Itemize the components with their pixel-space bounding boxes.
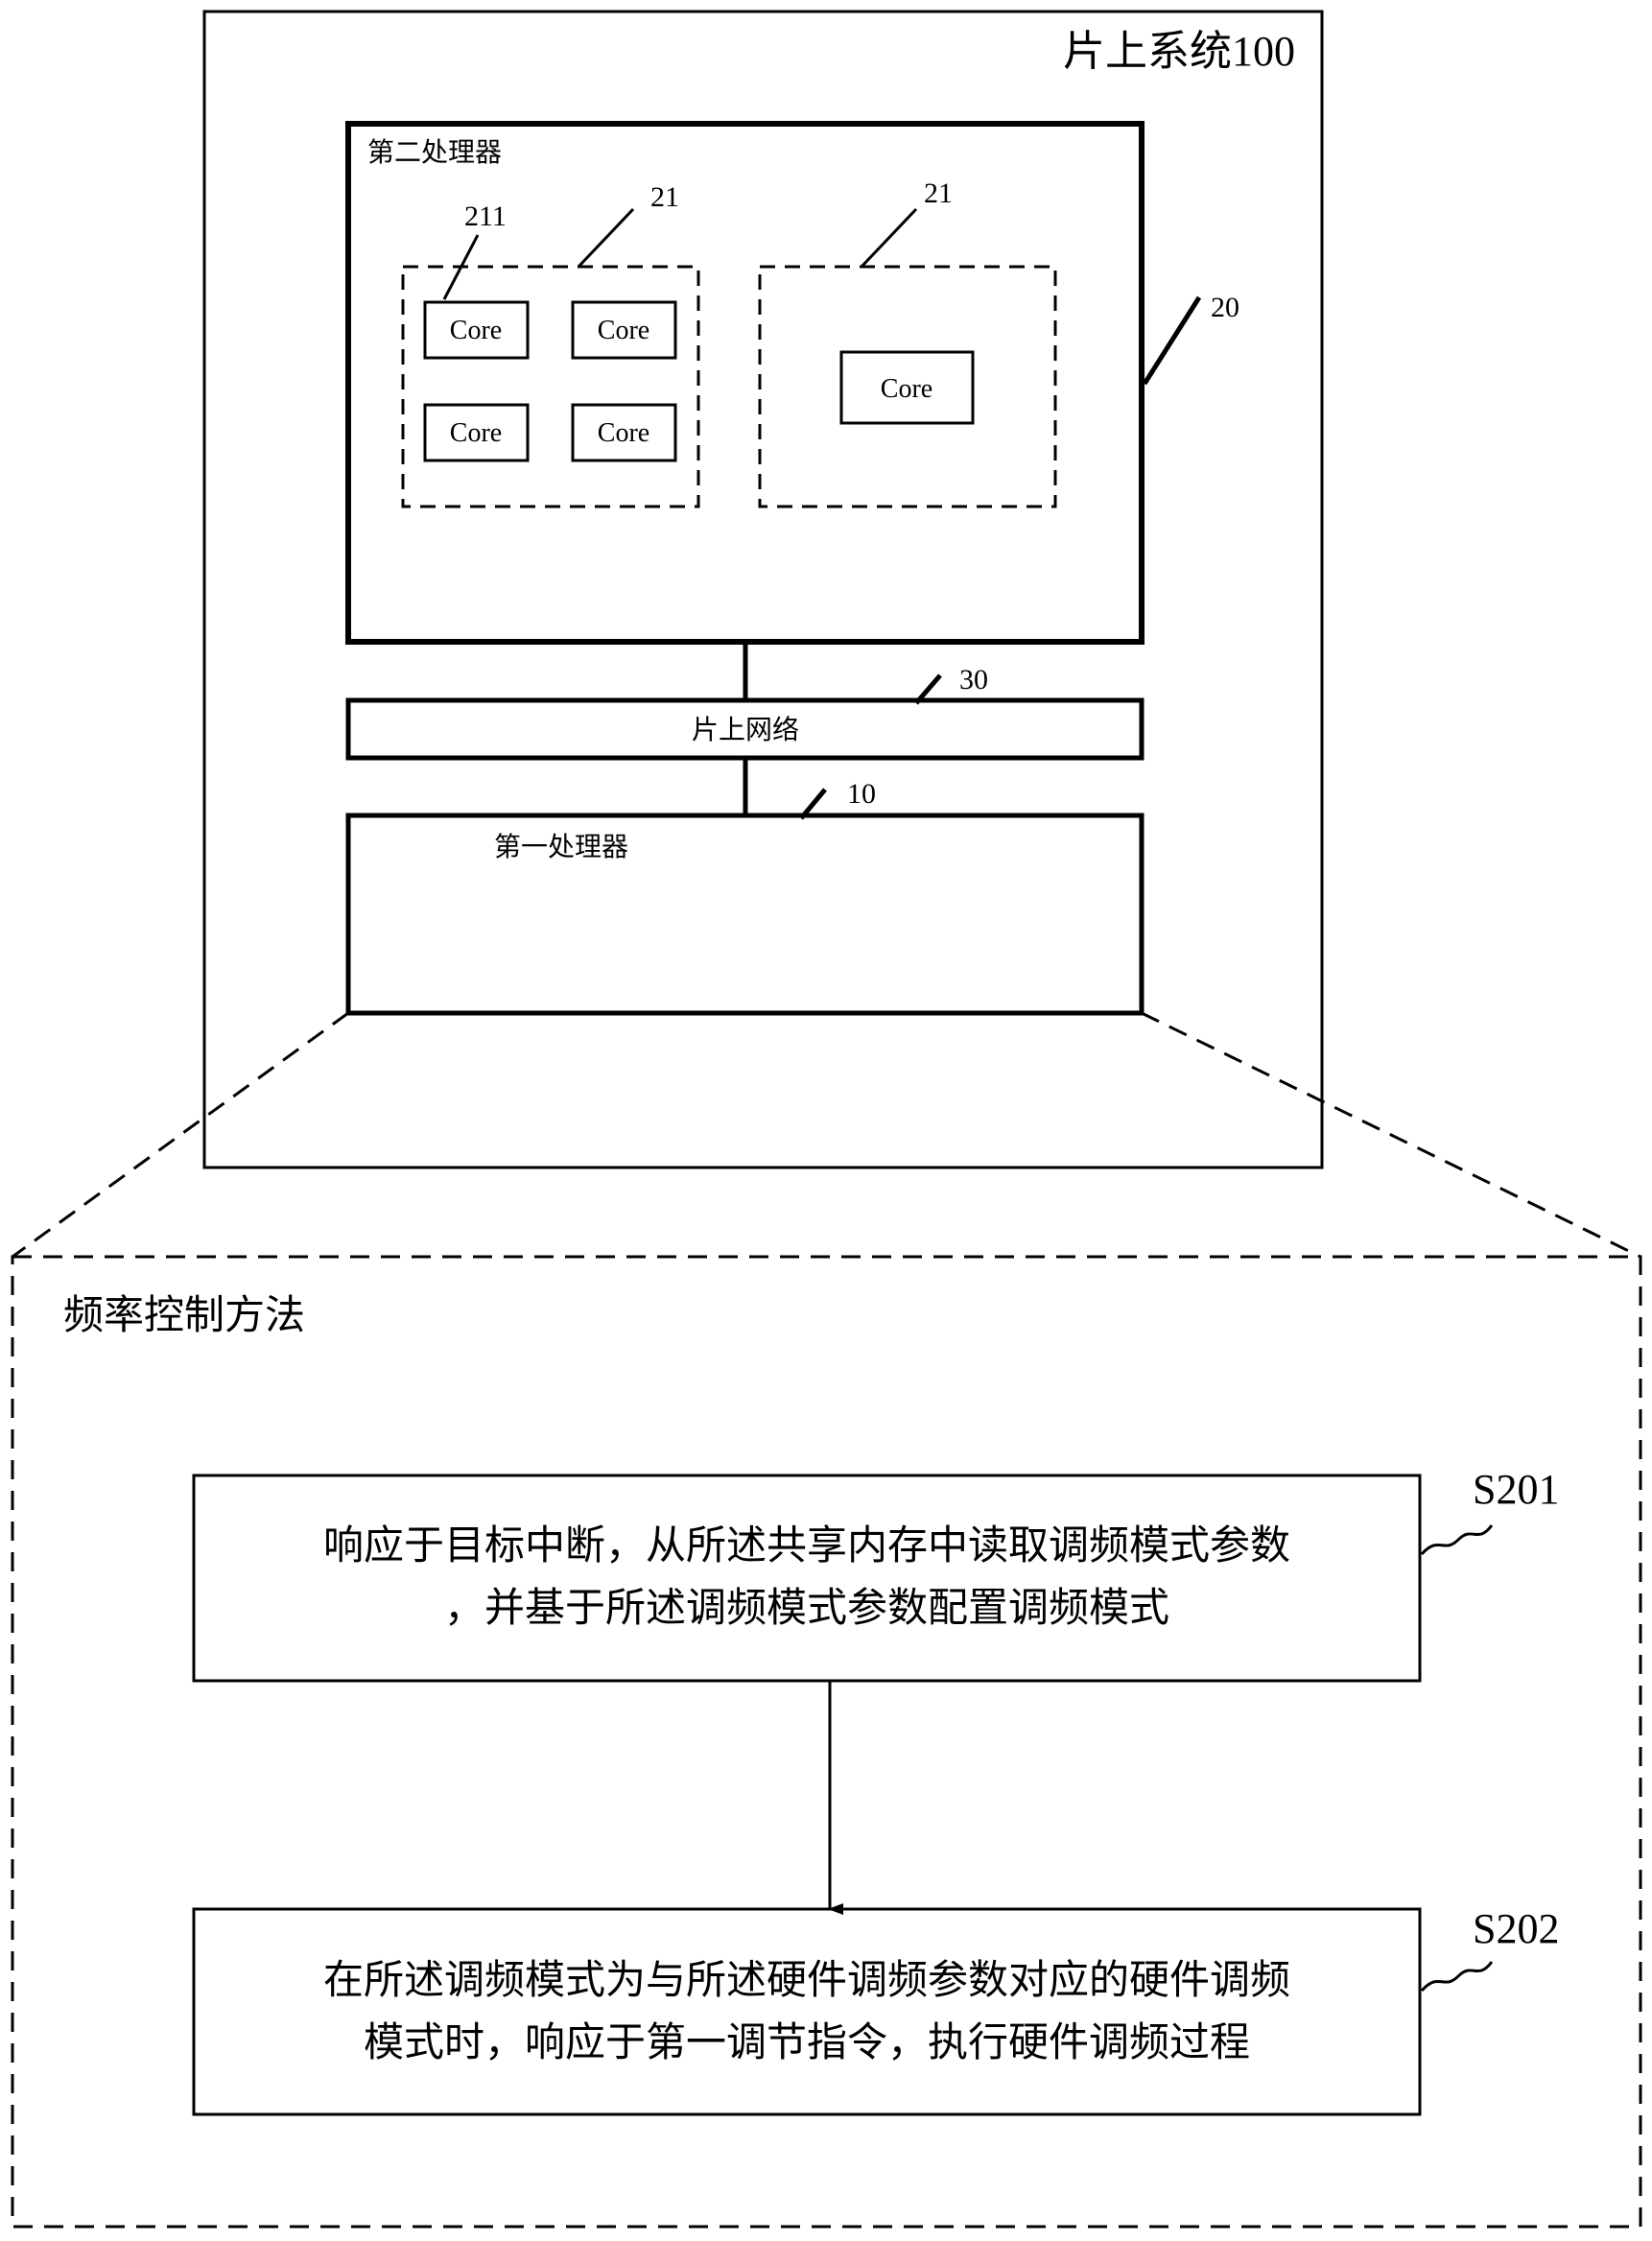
method-title: 频率控制方法	[63, 1293, 305, 1338]
big-core-box: Core	[839, 350, 975, 425]
ref-20-label: 20	[1211, 292, 1239, 323]
ref-21-right-leader	[860, 207, 918, 269]
ref-30-leader	[914, 673, 942, 705]
first-processor-label: 第一处理器	[494, 832, 628, 862]
soc-label: 片上系统100	[1063, 28, 1295, 75]
core-label: Core	[450, 418, 502, 448]
step-s202-leader	[1420, 1961, 1494, 1993]
method-box	[11, 1255, 1642, 2229]
step-s202-line1: 在所述调频模式为与所述硬件调频参数对应的硬件调频	[323, 1958, 1290, 2003]
ref-20-leader	[1142, 295, 1202, 386]
core-label: Core	[598, 316, 649, 345]
big-core-label: Core	[881, 374, 932, 404]
core-label: Core	[598, 418, 649, 448]
step-s201-line2: ，并基于所述调频模式参数配置调频模式	[444, 1586, 1169, 1631]
core-cluster-left	[401, 265, 700, 508]
step-s202-line2: 模式时，响应于第一调节指令，执行硬件调频过程	[364, 2020, 1250, 2065]
step-box-s202	[192, 1907, 1422, 2116]
core-cluster-right	[758, 265, 1057, 508]
soc-box	[202, 10, 1324, 1169]
step-s201-line1: 响应于目标中断，从所述共享内存中读取调频模式参数	[323, 1523, 1290, 1569]
ref-10-leader	[799, 788, 827, 820]
core-box: Core	[423, 403, 530, 462]
first-processor-box	[345, 813, 1145, 1016]
zoom-line-right	[1141, 1011, 1641, 1259]
ref-211-label: 211	[464, 201, 507, 232]
ref-21-right-label: 21	[924, 177, 953, 209]
ref-21-left-leader	[577, 207, 635, 269]
core-box: Core	[571, 300, 677, 360]
ref-10-label: 10	[847, 778, 876, 810]
zoom-line-left	[12, 1011, 349, 1259]
ref-21-left-label: 21	[650, 181, 679, 213]
noc-label: 片上网络	[692, 715, 799, 745]
core-box: Core	[571, 403, 677, 462]
ref-30-label: 30	[959, 664, 988, 696]
step-s202-id: S202	[1473, 1905, 1559, 1952]
core-box: Core	[423, 300, 530, 360]
core-label: Core	[450, 316, 502, 345]
step-s201-id: S201	[1473, 1466, 1559, 1513]
ref-211-leader	[442, 234, 480, 300]
second-processor-label: 第二处理器	[367, 137, 502, 168]
step-box-s201	[192, 1474, 1422, 1683]
step-s201-leader	[1420, 1524, 1494, 1556]
